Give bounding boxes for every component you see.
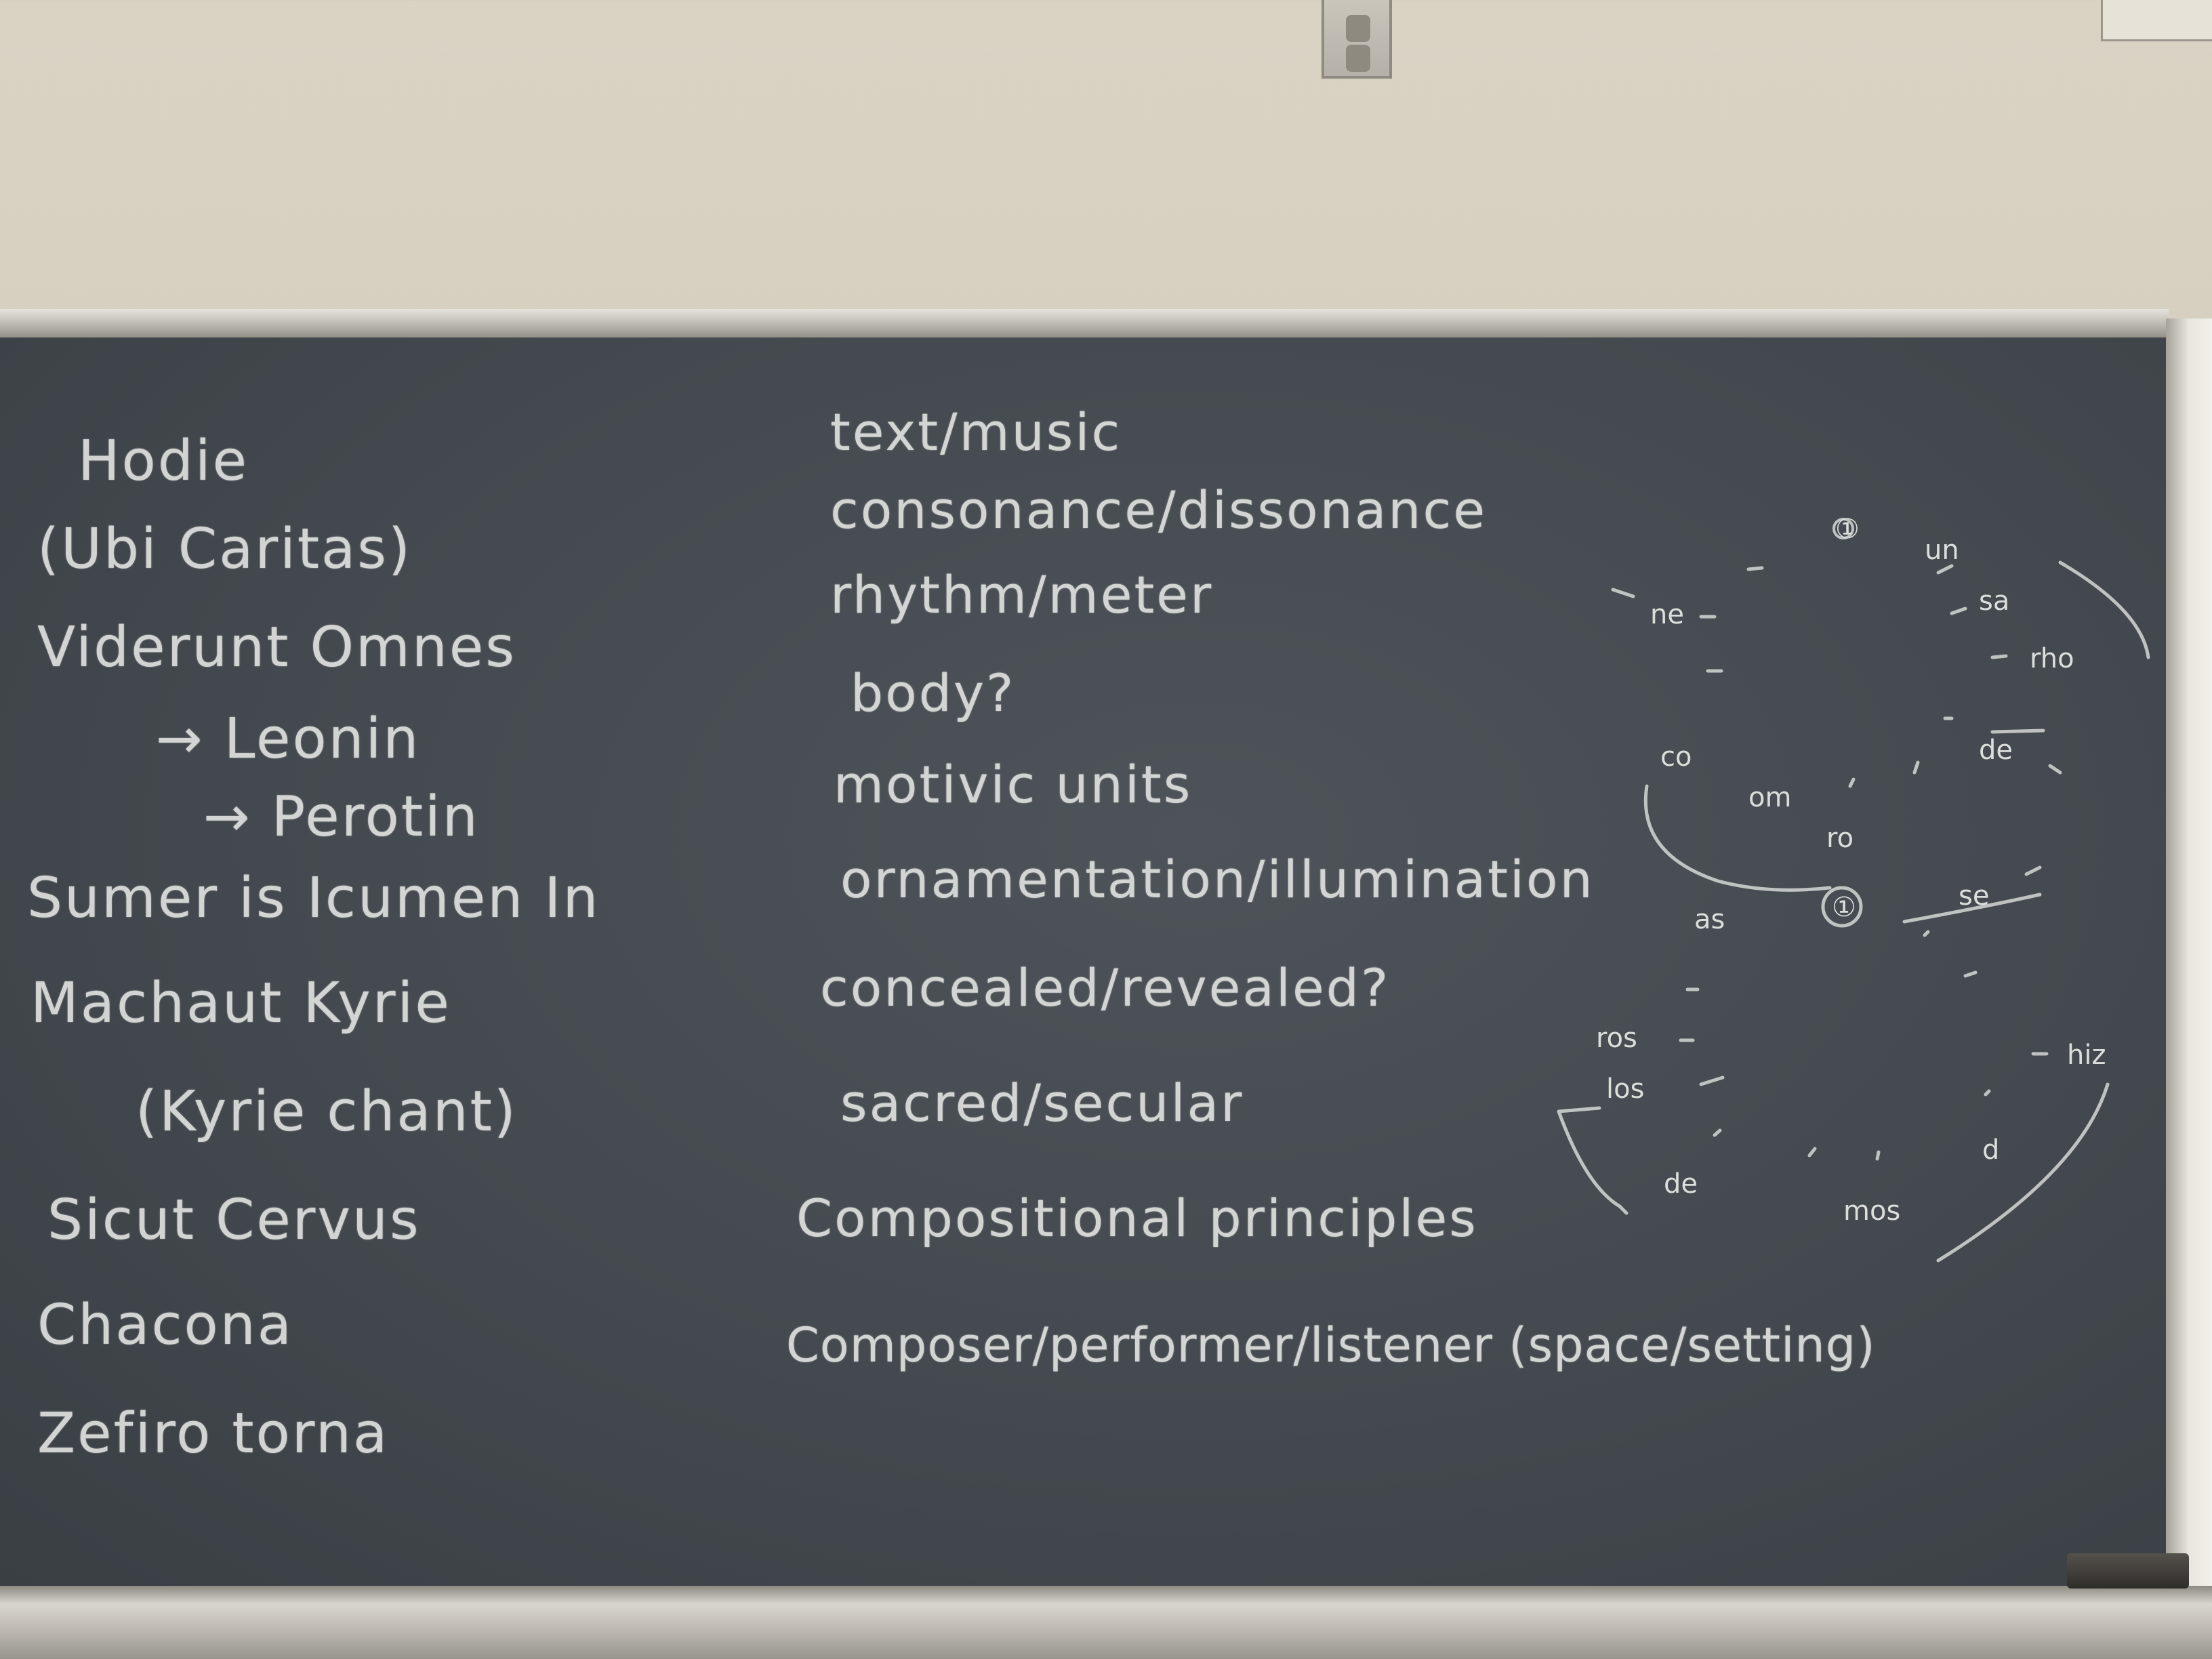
piece-hodie: Hodie (78, 429, 249, 493)
piece-chacona: Chacona (37, 1293, 293, 1357)
diagram-label-d: d (1982, 1134, 1999, 1166)
diagram-label-mos: mos (1843, 1195, 1900, 1227)
chalkboard-top-frame (0, 309, 2169, 339)
diagram-label-top-num: ① (1835, 514, 1860, 545)
piece-ubi-caritas: (Ubi Caritas) (37, 517, 413, 581)
theme-concealed-revealed: concealed/revealed? (820, 958, 1391, 1018)
theme-ornamentation-illumination: ornamentation/illumination (840, 849, 1595, 909)
diagram-label-ros: ros (1596, 1023, 1637, 1054)
chalkboard-right-frame (2166, 319, 2212, 1606)
theme-compositional-principles: Compositional principles (796, 1188, 1478, 1248)
chalk-ledge (0, 1586, 2212, 1659)
diagram-label-rho: rho (2030, 643, 2074, 674)
diagram-label-sa: sa (1979, 586, 2009, 617)
theme-text-music: text/music (830, 402, 1122, 462)
diagram-label-un: un (1925, 535, 1959, 566)
composer-leonin: → Leonin (156, 707, 421, 771)
piece-kyrie-chant: (Kyrie chant) (136, 1080, 518, 1144)
piece-zefiro-torna: Zefiro torna (37, 1401, 390, 1466)
wall-outlet (1322, 0, 1392, 79)
diagram-label-los: los (1606, 1073, 1644, 1105)
theme-composer-performer-listener: Composer/performer/listener (space/setti… (786, 1317, 1876, 1373)
piece-machaut-kyrie: Machaut Kyrie (30, 971, 451, 1036)
diagram-label-se: se (1959, 880, 1989, 912)
diagram-label-de-bottom: de (1664, 1168, 1698, 1200)
theme-motivic-units: motivic units (834, 754, 1193, 815)
theme-consonance-dissonance: consonance/dissonance (830, 480, 1488, 540)
diagram-label-hiz: hiz (2067, 1040, 2106, 1071)
piece-viderunt-omnes: Viderunt Omnes (37, 615, 517, 680)
theme-sacred-secular: sacred/secular (840, 1073, 1244, 1133)
diagram-label-om: om (1748, 782, 1791, 813)
diagram-label-co: co (1660, 741, 1692, 773)
theme-body: body? (851, 663, 1016, 723)
circle-diagram: ① un sa rho ne de co om ro ① se as ros l… (1557, 514, 2150, 1263)
theme-rhythm-meter: rhythm/meter (830, 565, 1214, 625)
wall-fixture (2101, 0, 2212, 41)
diagram-label-ro: ro (1826, 823, 1853, 854)
diagram-label-as: as (1694, 904, 1725, 935)
piece-sicut-cervus: Sicut Cervus (47, 1188, 421, 1252)
composer-perotin: → Perotin (203, 785, 480, 849)
diagram-label-de-top: de (1979, 735, 2013, 766)
diagram-label-ne: ne (1650, 599, 1684, 630)
chalkboard (0, 337, 2175, 1586)
chalkboard-eraser (2067, 1553, 2189, 1589)
diagram-label-center-num: ① (1832, 892, 1856, 923)
piece-sumer-is-icumen-in: Sumer is Icumen In (27, 866, 600, 930)
